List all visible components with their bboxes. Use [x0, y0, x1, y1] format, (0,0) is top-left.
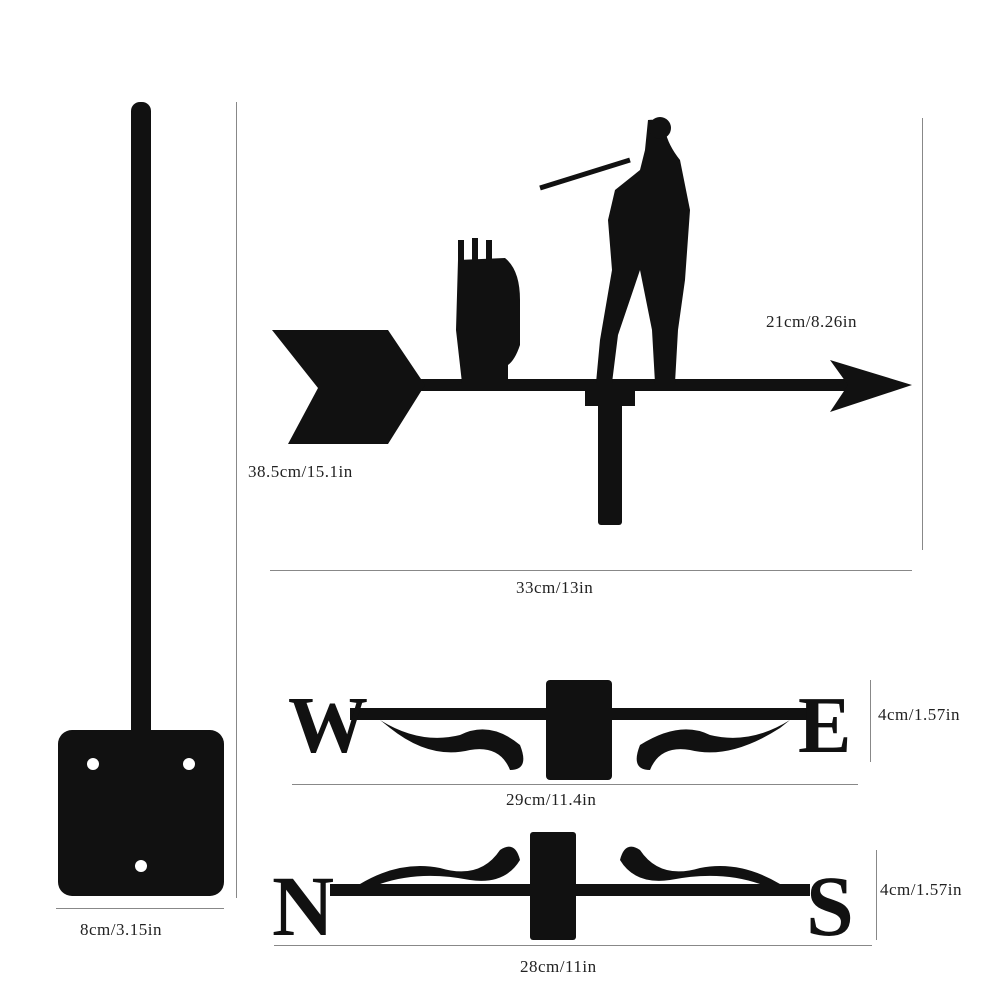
dim-line-we-height [870, 680, 871, 762]
label-we-length: 29cm/11.4in [506, 790, 597, 809]
dim-line-golfer-height [922, 118, 923, 550]
dim-line-arrow-length [270, 570, 912, 571]
svg-text:W: W [288, 682, 368, 770]
mounting-plate [58, 730, 224, 896]
dim-line-plate-width [56, 908, 224, 909]
label-vane-height: 38.5cm/15.1in [248, 462, 353, 481]
dim-line-vane-height [236, 102, 237, 898]
dim-line-ns-length [274, 945, 872, 946]
label-ns-length: 28cm/11in [520, 957, 597, 976]
svg-text:E: E [798, 682, 851, 770]
dim-line-ns-height [876, 850, 877, 940]
svg-text:S: S [806, 858, 854, 954]
label-ns-height: 4cm/1.57in [880, 880, 962, 899]
label-plate-width: 8cm/3.15in [80, 920, 162, 939]
ns-direction-piece: N S [272, 832, 854, 954]
svg-text:N: N [272, 858, 334, 954]
label-arrow-length: 33cm/13in [516, 578, 594, 597]
label-golfer-height: 21cm/8.26in [766, 312, 857, 331]
label-we-height: 4cm/1.57in [878, 705, 960, 724]
we-direction-piece: W E [288, 680, 851, 780]
pole [131, 102, 151, 822]
arrow-vane [272, 117, 912, 525]
dim-line-we-length [292, 784, 858, 785]
